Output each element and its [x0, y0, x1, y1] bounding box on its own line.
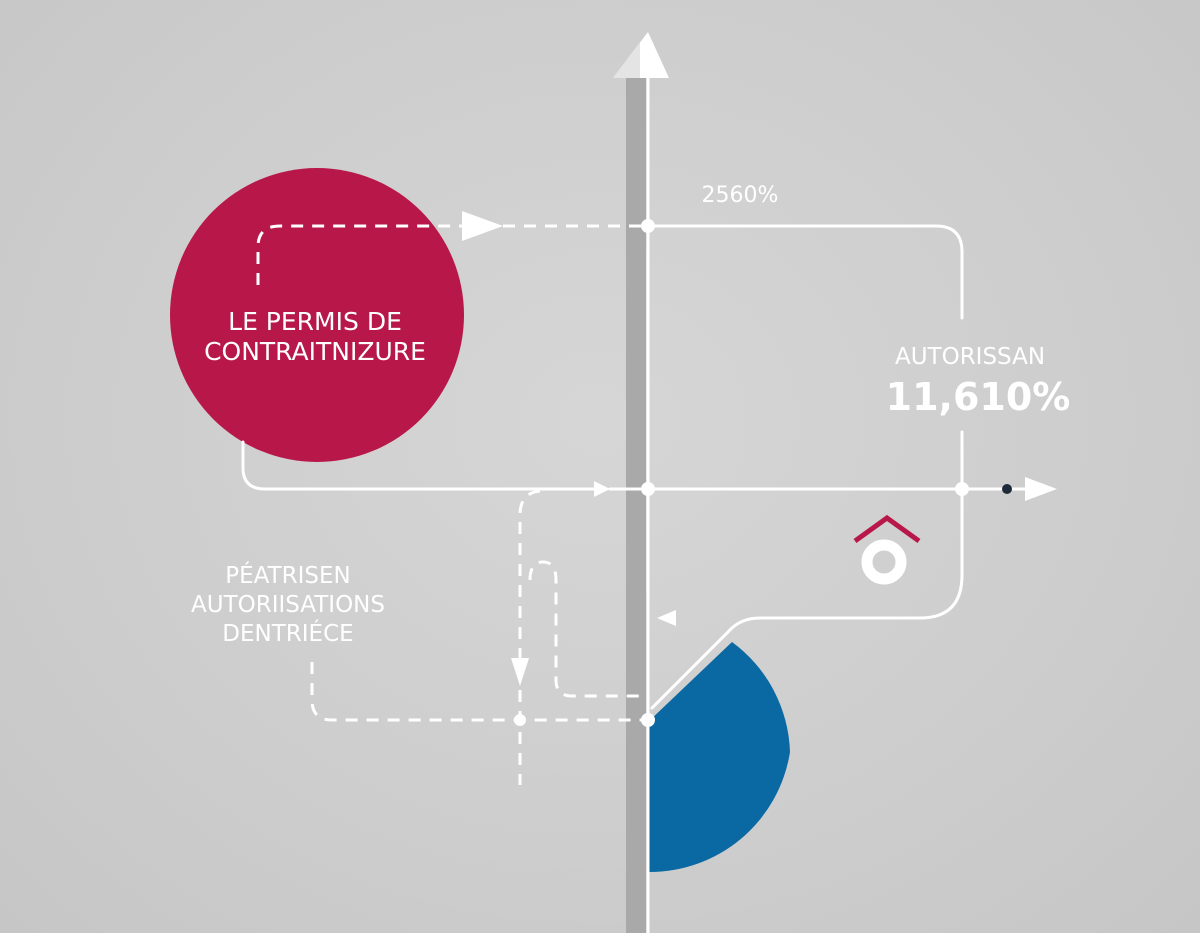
right-solid-route [650, 430, 964, 710]
up-arrow-shade [613, 42, 640, 78]
vertical-axis-bar [626, 75, 646, 933]
node-middle-right [955, 482, 969, 496]
top-dashed-route [256, 224, 470, 285]
node-bottom-dashed [514, 714, 526, 726]
dashed-bottom-route [310, 662, 645, 722]
left-label-line-2: AUTORIISATIONS [191, 592, 385, 618]
dashed-drop-route [518, 489, 541, 660]
right-label-value: 11,610% [886, 375, 1071, 419]
left-label-line-1: PÉATRISEN [225, 561, 351, 589]
circle-label-line-2: CONTRAITNIZURE [204, 337, 426, 366]
permit-circle [170, 168, 464, 462]
left-arrow-icon [657, 610, 676, 626]
house-icon [853, 514, 921, 585]
node-bottom-axis [641, 713, 655, 727]
top-percent-label: 2560% [702, 183, 779, 208]
circle-label-line-1: LE PERMIS DE [228, 307, 402, 336]
left-label-line-3: DENTRIÉCE [222, 619, 353, 647]
top-solid-route [648, 224, 964, 320]
middle-route [241, 440, 600, 491]
down-arrow-icon [511, 658, 529, 686]
blue-half-circle [648, 642, 790, 873]
end-dot [1002, 484, 1012, 494]
node-middle-axis [641, 482, 655, 496]
right-arrow-icon [1025, 477, 1057, 501]
right-label-title: AUTORISSAN [895, 344, 1045, 370]
top-arrow-icon [462, 211, 503, 241]
node-top-axis [641, 219, 655, 233]
middle-arrow-icon [594, 481, 610, 497]
